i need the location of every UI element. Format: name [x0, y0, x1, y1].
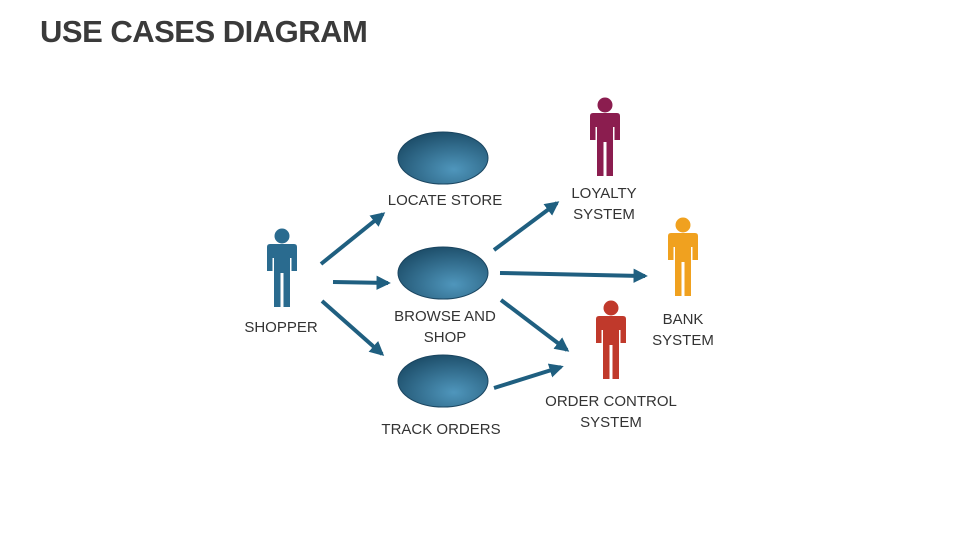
arrow-browse-to-order-control [499, 298, 570, 352]
bank-label-line-2: SYSTEM [652, 332, 714, 349]
locate-store-label: LOCATE STORE [378, 190, 512, 211]
loyalty-label-line-1: LOYALTY [571, 185, 637, 202]
order-label-line-2: SYSTEM [580, 414, 642, 431]
browse-label-line-2: SHOP [423, 329, 467, 346]
arrow-shopper-to-locate-store [319, 212, 386, 266]
shopper-actor-icon [267, 228, 297, 307]
page-title: USE CASES DIAGRAM [40, 14, 368, 49]
loyalty-label-line-2: SYSTEM [573, 206, 635, 223]
use-case-locate-store[interactable] [397, 131, 489, 185]
order-control-actor-icon [596, 300, 626, 379]
arrow-browse-to-loyalty [492, 201, 560, 252]
loyalty-system-label: LOYALTY SYSTEM [553, 183, 655, 225]
bank-system-label: BANK SYSTEM [632, 309, 734, 351]
order-label-line-1: ORDER CONTROL [545, 393, 677, 410]
order-control-system-label: ORDER CONTROL SYSTEM [536, 391, 686, 433]
arrow-shopper-to-browse-and-shop [332, 275, 391, 290]
shopper-label: SHOPPER [236, 317, 326, 338]
use-case-browse-and-shop[interactable] [397, 246, 489, 300]
arrow-track-to-order-control [493, 363, 564, 390]
shopper-label-text: SHOPPER [244, 319, 318, 336]
track-orders-label: TRACK ORDERS [374, 419, 508, 440]
browse-label-line-1: BROWSE AND [394, 308, 496, 325]
browse-and-shop-label: BROWSE AND SHOP [378, 306, 512, 348]
bank-label-line-1: BANK [662, 311, 704, 328]
loyalty-actor-icon [590, 97, 620, 176]
locate-store-label-text: LOCATE STORE [387, 192, 503, 209]
track-orders-label-text: TRACK ORDERS [381, 421, 501, 438]
arrows [319, 201, 648, 390]
use-case-track-orders[interactable] [397, 354, 489, 408]
arrow-browse-to-bank [499, 268, 648, 283]
bank-actor-icon [668, 217, 698, 296]
arrow-shopper-to-track-orders [320, 299, 385, 356]
